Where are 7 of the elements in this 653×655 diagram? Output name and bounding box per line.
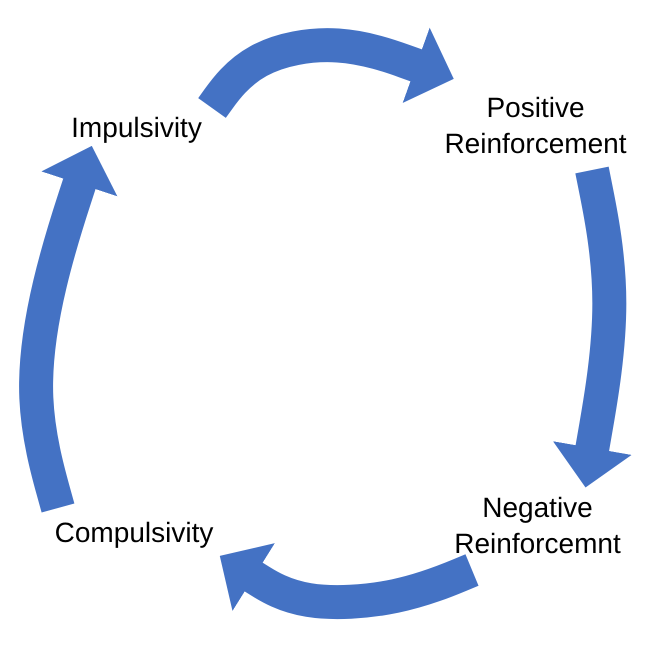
curved-arrow <box>19 146 118 513</box>
curved-arrow <box>220 543 479 620</box>
step-label: Positive Reinforcement <box>443 91 628 161</box>
curved-arrow <box>552 166 632 488</box>
step-label: Compulsivity <box>54 516 214 550</box>
step-label: Impulsivity <box>70 111 203 145</box>
step-label: Negative Reinforcemnt <box>453 491 622 561</box>
